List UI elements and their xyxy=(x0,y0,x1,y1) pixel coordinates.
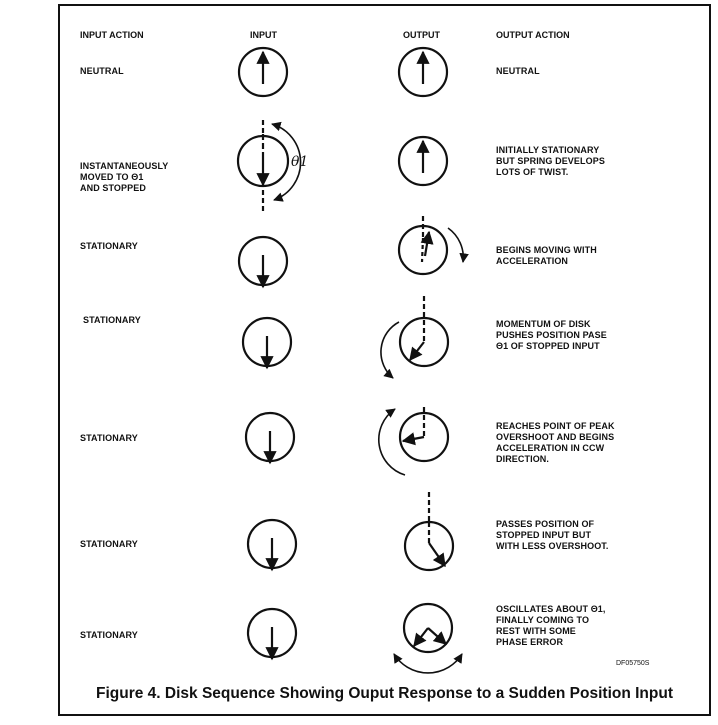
row-1-input-disk xyxy=(237,46,289,98)
row-2-output-action: INITIALLY STATIONARY BUT SPRING DEVELOPS… xyxy=(496,145,605,177)
row-4-output-disk xyxy=(380,296,450,379)
row-2-input-action: INSTANTANEOUSLY MOVED TO Θ1 AND STOPPED xyxy=(80,161,169,193)
row-4-input-disk xyxy=(241,316,293,370)
header-input: INPUT xyxy=(250,30,277,40)
row-5-input-disk xyxy=(244,411,296,465)
row-1-output-action: NEUTRAL xyxy=(496,66,540,76)
row-5-input-action: STATIONARY xyxy=(80,433,138,443)
row-4-output-action: MOMENTUM OF DISK PUSHES POSITION PASE Θ1… xyxy=(496,319,607,351)
row-1-input-action: NEUTRAL xyxy=(80,66,124,76)
row-7-output-disk xyxy=(393,602,463,674)
row-3-output-action: BEGINS MOVING WITH ACCELERATION xyxy=(496,245,597,266)
row-6-input-disk xyxy=(246,518,298,572)
theta-1-label: θ1 xyxy=(291,154,308,170)
header-output: OUTPUT xyxy=(403,30,440,40)
row-6-output-disk xyxy=(403,492,455,572)
row-7-output-action: OSCILLATES ABOUT Θ1, FINALLY COMING TO R… xyxy=(496,604,606,647)
figure-caption: Figure 4. Disk Sequence Showing Ouput Re… xyxy=(96,685,673,702)
row-3-input-action: STATIONARY xyxy=(80,241,138,251)
row-7-input-action: STATIONARY xyxy=(80,630,138,640)
row-6-output-action: PASSES POSITION OF STOPPED INPUT BUT WIT… xyxy=(496,519,609,551)
row-5-output-disk xyxy=(378,407,450,476)
row-4-input-action: STATIONARY xyxy=(83,315,141,325)
reference-code: DF05750S xyxy=(616,660,650,667)
figure-frame xyxy=(58,4,711,716)
row-2-input-disk xyxy=(236,120,302,212)
header-output-action: OUTPUT ACTION xyxy=(496,30,570,40)
row-5-output-action: REACHES POINT OF PEAK OVERSHOOT AND BEGI… xyxy=(496,421,615,464)
row-7-input-disk xyxy=(246,607,298,661)
row-6-input-action: STATIONARY xyxy=(80,539,138,549)
row-3-output-disk xyxy=(397,216,469,276)
header-input-action: INPUT ACTION xyxy=(80,30,144,40)
row-2-output-disk xyxy=(397,135,449,187)
row-3-input-disk xyxy=(237,235,289,289)
row-1-output-disk xyxy=(397,46,449,98)
